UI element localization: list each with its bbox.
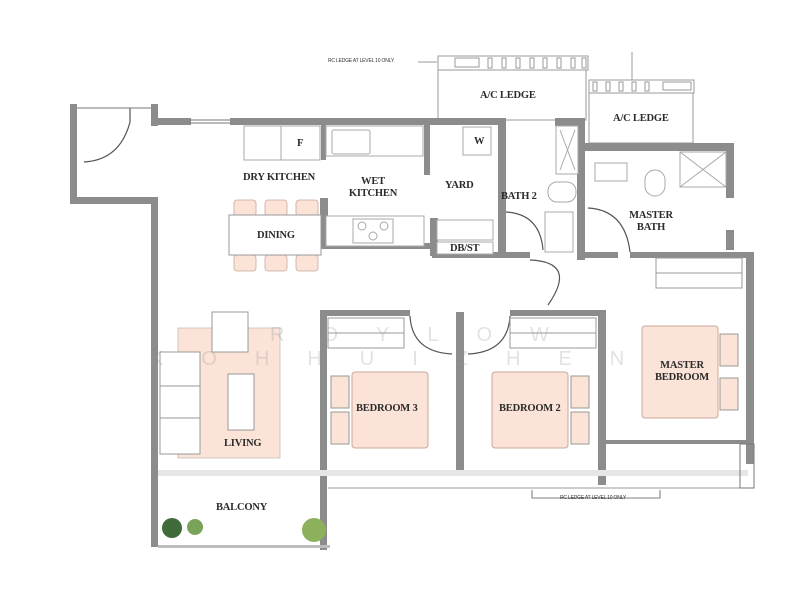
- ac-ledge-1-grille: [487, 57, 587, 69]
- dining-set: [228, 199, 322, 272]
- label-ac-ledge-2: A/C LEDGE: [613, 113, 669, 124]
- bedroom3-door: [409, 315, 453, 355]
- label-bedroom-2: BEDROOM 2: [499, 403, 561, 414]
- label-dining: DINING: [257, 230, 295, 241]
- bottom-ledge-note: RC LEDGE AT LEVEL 10 ONLY: [560, 495, 626, 501]
- label-balcony: BALCONY: [216, 502, 268, 513]
- watermark-line-2: KOHHUIZHEN: [150, 348, 663, 370]
- balcony-area: [158, 443, 755, 548]
- label-bedroom-3: BEDROOM 3: [356, 403, 418, 414]
- label-ac-ledge-1: A/C LEDGE: [480, 90, 536, 101]
- label-db-st: DB/ST: [450, 243, 480, 254]
- bedroom2-bed: [491, 371, 590, 449]
- label-wet-kitchen: WET KITCHEN: [348, 176, 398, 199]
- label-yard: YARD: [445, 180, 474, 191]
- bedroom2-door: [467, 315, 511, 355]
- fridge: [280, 125, 321, 161]
- living-set: [159, 311, 281, 459]
- label-master-bedroom: MASTER BEDROOM: [654, 360, 710, 383]
- ac-ledge-2-grille: [592, 81, 650, 92]
- label-washer: W: [474, 136, 485, 147]
- label-bath-2: BATH 2: [501, 191, 537, 202]
- label-fridge: F: [297, 138, 304, 149]
- top-ledge-note: RC LEDGE AT LEVEL 10 ONLY: [328, 58, 394, 64]
- label-living: LIVING: [224, 438, 262, 449]
- hall-door: [529, 259, 561, 306]
- master-bath-door: [587, 207, 631, 253]
- label-master-bath: MASTER BATH: [629, 210, 673, 233]
- doors: [83, 108, 631, 355]
- washer: [462, 126, 492, 156]
- bedroom3-bed: [330, 371, 429, 449]
- watermark-line-1: ROYLOW: [270, 324, 587, 346]
- label-dry-kitchen: DRY KITCHEN: [243, 172, 316, 183]
- master-bed: [641, 325, 739, 419]
- bath2-door: [505, 211, 544, 251]
